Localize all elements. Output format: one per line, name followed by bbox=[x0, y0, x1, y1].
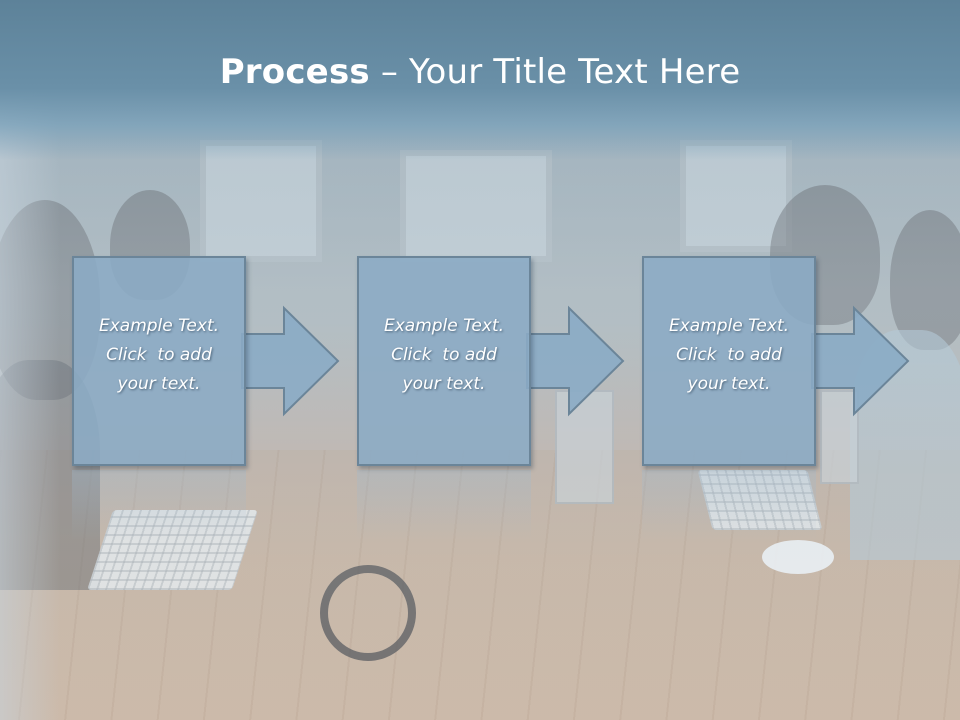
arrow-right-icon bbox=[526, 305, 625, 417]
process-step-3[interactable]: Example Text. Click to add your text. bbox=[642, 256, 910, 466]
background-mouse bbox=[762, 540, 834, 574]
step-text-line: your text. bbox=[687, 374, 771, 394]
step-text[interactable]: Example Text. Click to add your text. bbox=[642, 312, 816, 399]
step-text[interactable]: Example Text. Click to add your text. bbox=[357, 312, 531, 399]
background-headphones bbox=[320, 565, 416, 661]
step-text-line: Click to add bbox=[391, 345, 497, 365]
background-monitor bbox=[555, 390, 614, 504]
title-rest: – Your Title Text Here bbox=[369, 52, 741, 92]
step-text-line: your text. bbox=[402, 374, 486, 394]
step-reflection bbox=[642, 470, 816, 540]
slide-title[interactable]: Process – Your Title Text Here bbox=[0, 52, 960, 92]
step-reflection bbox=[72, 470, 246, 540]
step-reflection bbox=[357, 470, 531, 540]
step-text-line: Example Text. bbox=[668, 316, 790, 336]
title-band bbox=[0, 0, 960, 160]
step-text-line: Click to add bbox=[106, 345, 212, 365]
step-text-line: Example Text. bbox=[383, 316, 505, 336]
arrow-right-icon bbox=[241, 305, 340, 417]
title-bold: Process bbox=[219, 52, 370, 92]
process-step-2[interactable]: Example Text. Click to add your text. bbox=[357, 256, 625, 466]
background-monitor bbox=[820, 390, 859, 484]
background-person bbox=[890, 210, 960, 350]
step-box bbox=[72, 256, 246, 466]
arrow-right-icon bbox=[811, 305, 910, 417]
step-text[interactable]: Example Text. Click to add your text. bbox=[72, 312, 246, 399]
step-box bbox=[357, 256, 531, 466]
process-step-1[interactable]: Example Text. Click to add your text. bbox=[72, 256, 340, 466]
step-text-line: Example Text. bbox=[98, 316, 220, 336]
step-text-line: Click to add bbox=[676, 345, 782, 365]
step-box bbox=[642, 256, 816, 466]
step-text-line: your text. bbox=[117, 374, 201, 394]
